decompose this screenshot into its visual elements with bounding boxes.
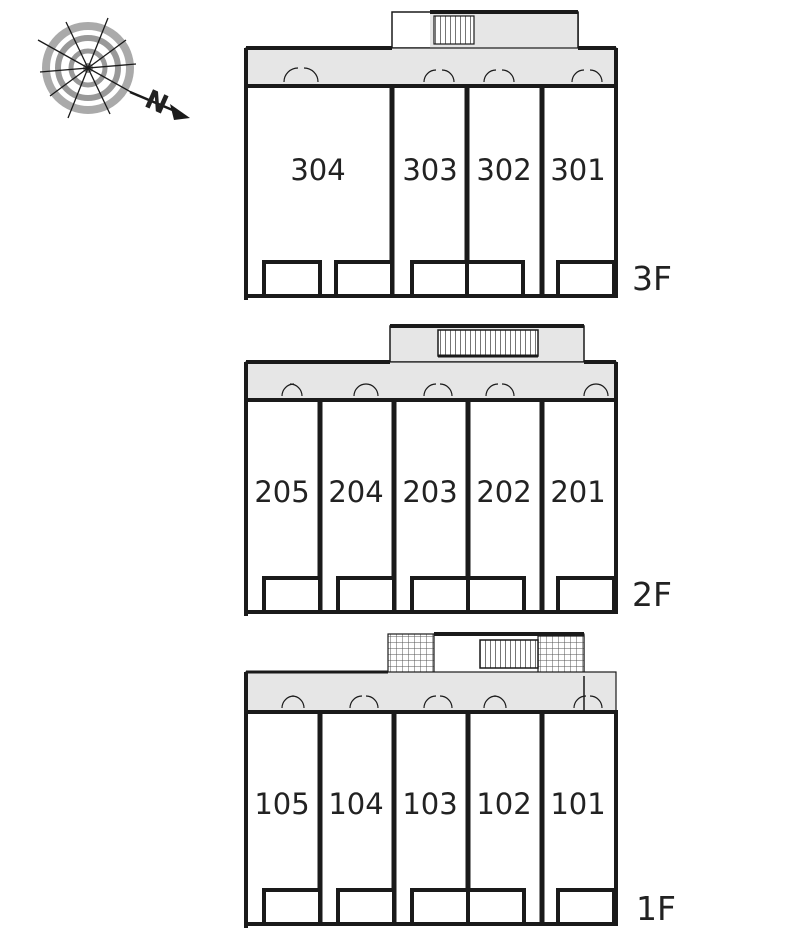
unit-102: 102 — [476, 787, 531, 821]
floor-3f: 304 303 302 301 3F — [244, 10, 672, 300]
floor-1f: 105 104 103 102 101 1F — [244, 632, 676, 928]
floor-label-1f: 1F — [636, 889, 676, 928]
unit-103: 103 — [402, 787, 457, 821]
unit-303: 303 — [402, 153, 457, 187]
unit-301: 301 — [550, 153, 605, 187]
staircase-2f — [437, 329, 539, 357]
compass-icon — [37, 17, 190, 120]
unit-201: 201 — [550, 475, 605, 509]
floor-2f: 205 204 203 202 201 2F — [244, 324, 672, 616]
unit-203: 203 — [402, 475, 457, 509]
unit-105: 105 — [254, 787, 309, 821]
unit-104: 104 — [328, 787, 383, 821]
unit-205: 205 — [254, 475, 309, 509]
staircase-3f — [433, 15, 475, 45]
entrance-tiles-right — [537, 635, 585, 677]
floor-label-2f: 2F — [632, 575, 672, 614]
unit-302: 302 — [476, 153, 531, 187]
compass-north-label: N — [140, 85, 172, 121]
unit-202: 202 — [476, 475, 531, 509]
unit-101: 101 — [550, 787, 605, 821]
entrance-tiles-left — [387, 633, 435, 677]
staircase-1f — [479, 639, 539, 669]
corridor-1f — [245, 671, 617, 713]
corridor-3f — [245, 47, 617, 87]
unit-304: 304 — [290, 153, 345, 187]
unit-204: 204 — [328, 475, 383, 509]
floor-label-3f: 3F — [632, 259, 672, 298]
corridor-2f — [245, 361, 617, 401]
